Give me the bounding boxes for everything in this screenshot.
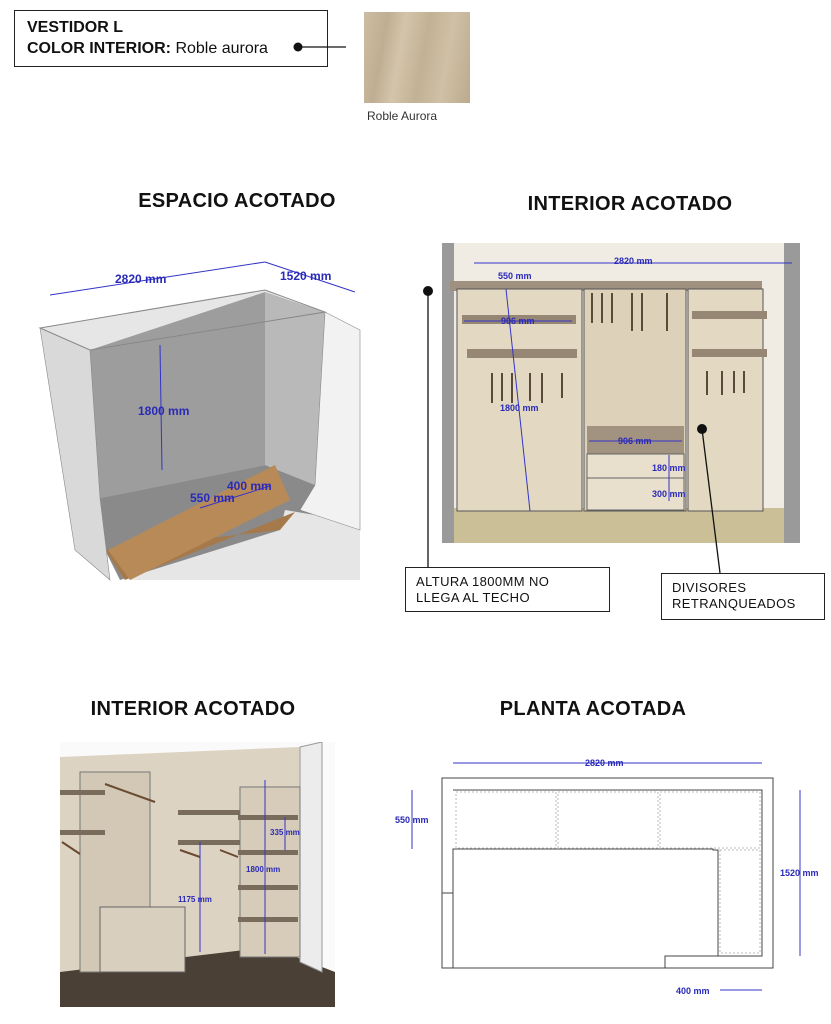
dim-height: 1800 mm: [138, 404, 189, 418]
header-color: COLOR INTERIOR: Roble aurora: [27, 38, 315, 59]
callout-altura: ALTURA 1800MM NO LLEGA AL TECHO: [405, 567, 610, 612]
swatch-caption: Roble Aurora: [367, 109, 438, 123]
title-interior-2: INTERIOR ACOTADO: [90, 698, 296, 720]
title-espacio: ESPACIO ACOTADO: [138, 190, 336, 212]
dim-shelf: 906 mm: [501, 316, 535, 326]
dim-gap: 335 mm: [270, 828, 300, 837]
title-planta: PLANTA ACOTADA: [499, 698, 687, 720]
dim-drawer-1: 180 mm: [652, 463, 686, 473]
interior-render-1: 2820 mm 550 mm 906 mm 1800 mm 906 mm 180…: [442, 243, 800, 543]
dim-shelf: 550 mm: [190, 491, 235, 505]
callout-connectors: [423, 286, 721, 574]
color-label: COLOR INTERIOR:: [27, 40, 171, 57]
header-connector: [293, 42, 346, 52]
callout-altura-line1: ALTURA 1800MM NO: [416, 574, 550, 589]
callout-divisores-line2: RETRANQUEADOS: [672, 596, 796, 611]
dim-drawer-shelf: 906 mm: [618, 436, 652, 446]
dim-rail: 1175 mm: [178, 895, 212, 904]
dim-side: 1520 mm: [780, 868, 819, 878]
dim-depth: 550 mm: [395, 815, 429, 825]
dim-width: 2820 mm: [614, 256, 653, 266]
dim-depth: 550 mm: [498, 271, 532, 281]
dim-height: 1800 mm: [500, 403, 539, 413]
header-title: VESTIDOR L: [27, 19, 124, 36]
dim-width: 2820 mm: [115, 272, 166, 286]
callout-divisores-line1: DIVISORES: [672, 580, 747, 595]
espacio-drawing: 2820 mm 1520 mm 1800 mm 400 mm 550 mm: [38, 261, 361, 581]
plan-drawing: 2820 mm 550 mm 1520 mm 400 mm: [395, 758, 819, 996]
callout-altura-line2: LLEGA AL TECHO: [416, 590, 530, 605]
header-box: VESTIDOR L COLOR INTERIOR: Roble aurora: [14, 10, 328, 67]
dim-height: 1800 mm: [246, 865, 280, 874]
wood-swatch: [364, 12, 470, 103]
dim-depth: 1520 mm: [280, 269, 331, 283]
dim-width: 2820 mm: [585, 758, 624, 768]
dim-return: 400 mm: [676, 986, 710, 996]
color-value: Roble aurora: [175, 40, 268, 57]
callout-divisores: DIVISORES RETRANQUEADOS: [661, 573, 825, 620]
dim-drawer-2: 300 mm: [652, 489, 686, 499]
interior-render-2: 335 mm 1800 mm 1175 mm: [60, 742, 335, 1007]
dim-return: 400 mm: [227, 479, 272, 493]
title-interior-1: INTERIOR ACOTADO: [527, 193, 733, 215]
